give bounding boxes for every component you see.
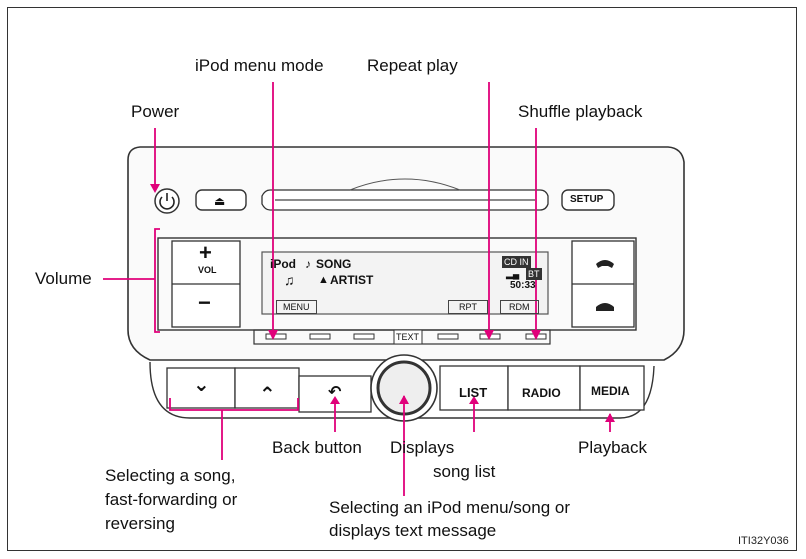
seek-down-symbol: ⌄ [193,374,210,396]
rdm-tab: RDM [500,300,539,314]
eject-button[interactable] [195,189,247,211]
label-selecting-ipod-1: Selecting an iPod menu/song or [329,498,570,517]
soft-button-3[interactable] [353,333,375,340]
ipod-menu-arrowhead [268,330,278,340]
label-song-list: song list [433,462,496,481]
note-icon: ♪ [305,257,311,271]
label-selecting-ipod-2: displays text message [329,521,497,540]
soft-button-1[interactable] [265,333,287,340]
back-symbol: ↶ [328,384,342,401]
label-displays: Displays [390,438,455,457]
label-back-button: Back button [272,438,362,457]
list-arrowhead [469,396,479,404]
list-label: LIST [459,385,488,400]
text-label: TEXT [396,332,420,342]
artist-icon: ▲ [318,274,329,286]
menu-tab: MENU [276,300,317,314]
label-power: Power [131,102,180,121]
figure-id: ITI32Y036 [738,535,789,547]
back-arrowhead [330,396,340,404]
power-arrowhead [150,184,160,193]
music-notes-icon: ♫ [284,272,295,288]
label-selecting-song-2: fast-forwarding or [105,490,238,509]
label-volume: Volume [35,269,92,288]
media-button[interactable] [579,365,645,411]
power-icon [159,196,175,210]
callout-arrowheads [150,184,615,422]
phone-hangup-icon [596,303,614,311]
vol-text: VOL [198,265,217,275]
media-arrowhead [605,413,615,422]
setup-button[interactable] [561,189,615,211]
setup-label: SETUP [570,194,604,205]
display-song: SONG [316,257,352,271]
display-time: 50:33 [510,280,536,291]
phone-answer-icon [596,260,614,268]
soft-buttons-row [253,329,551,345]
cd-slot-arc [349,178,461,191]
label-selecting-song-3: reversing [105,514,175,533]
vol-plus: + [199,240,212,265]
media-label: MEDIA [591,384,630,398]
figure-frame [7,7,797,551]
bt-badge: BT [526,268,542,280]
cd-in-badge: CD IN [502,256,531,268]
rpt-tab: RPT [448,300,488,314]
display-source: iPod [270,257,296,271]
soft-button-2[interactable] [309,333,331,340]
vol-minus: − [198,290,211,315]
text-button[interactable] [393,329,423,345]
repeat-arrowhead [484,330,494,340]
seek-up-symbol: ⌃ [259,384,276,406]
seek-up-button[interactable] [234,367,300,409]
volume-bracket [154,228,160,333]
knob-arrowhead [399,395,409,404]
bottom-buttons [166,365,645,413]
label-selecting-song-1: Selecting a song, [105,466,236,485]
label-playback: Playback [578,438,647,457]
signal-icon: ▂▄ [506,269,520,279]
display-artist: ARTIST [330,273,374,287]
radio-button[interactable] [507,365,581,411]
label-repeat-play: Repeat play [367,56,458,75]
eject-symbol: ⏏ [214,194,226,208]
lower-bezel [149,361,655,419]
radio-label: RADIO [522,386,561,400]
label-shuffle-playback: Shuffle playback [518,102,643,121]
soft-button-5[interactable] [437,333,459,340]
callout-lines [103,82,611,496]
seek-bracket [169,398,299,411]
label-ipod-menu-mode: iPod menu mode [195,56,324,75]
shuffle-arrowhead [531,330,541,340]
